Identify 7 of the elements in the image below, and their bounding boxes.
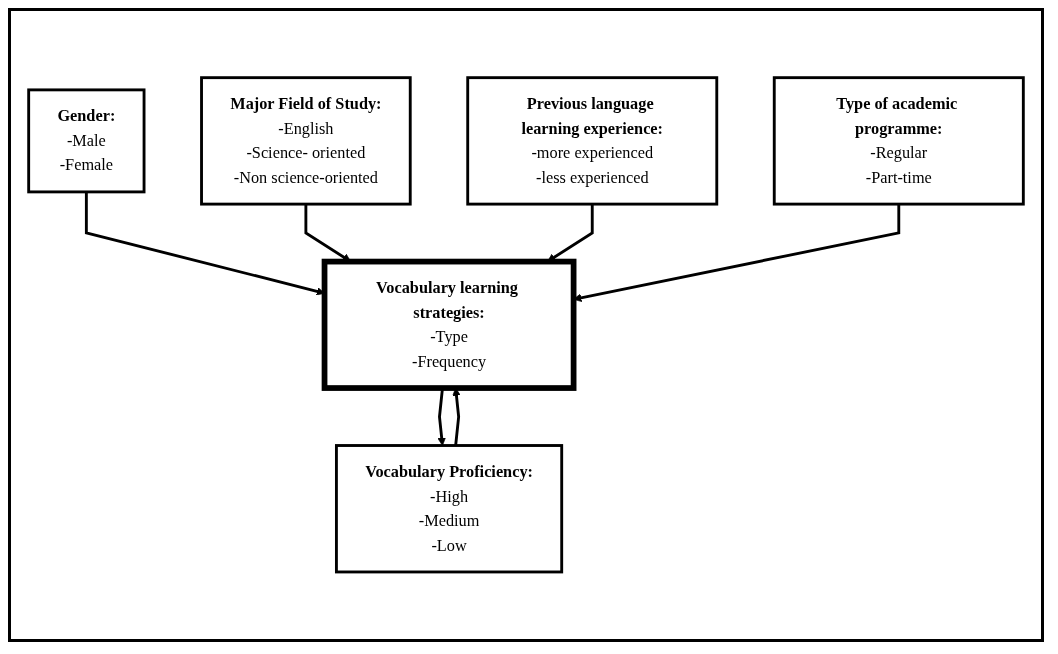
node-box: [335, 444, 564, 574]
frame-border: Gender: -Male -Female Major Field of Study: -English -Science- oriented -Non science-oriented Vocabulary learning strategies: -Type -Frequency Previous language learning experience: -more experienced -less experienced Type of academic programme: -Regular -Part-time Vocabulary Proficiency: -High -Medium -Low: [8, 8, 1044, 642]
node-box: [321, 258, 577, 392]
node-box: [466, 76, 719, 206]
node-box: [200, 76, 412, 206]
node-box: [27, 88, 146, 194]
node-box: [772, 76, 1025, 206]
